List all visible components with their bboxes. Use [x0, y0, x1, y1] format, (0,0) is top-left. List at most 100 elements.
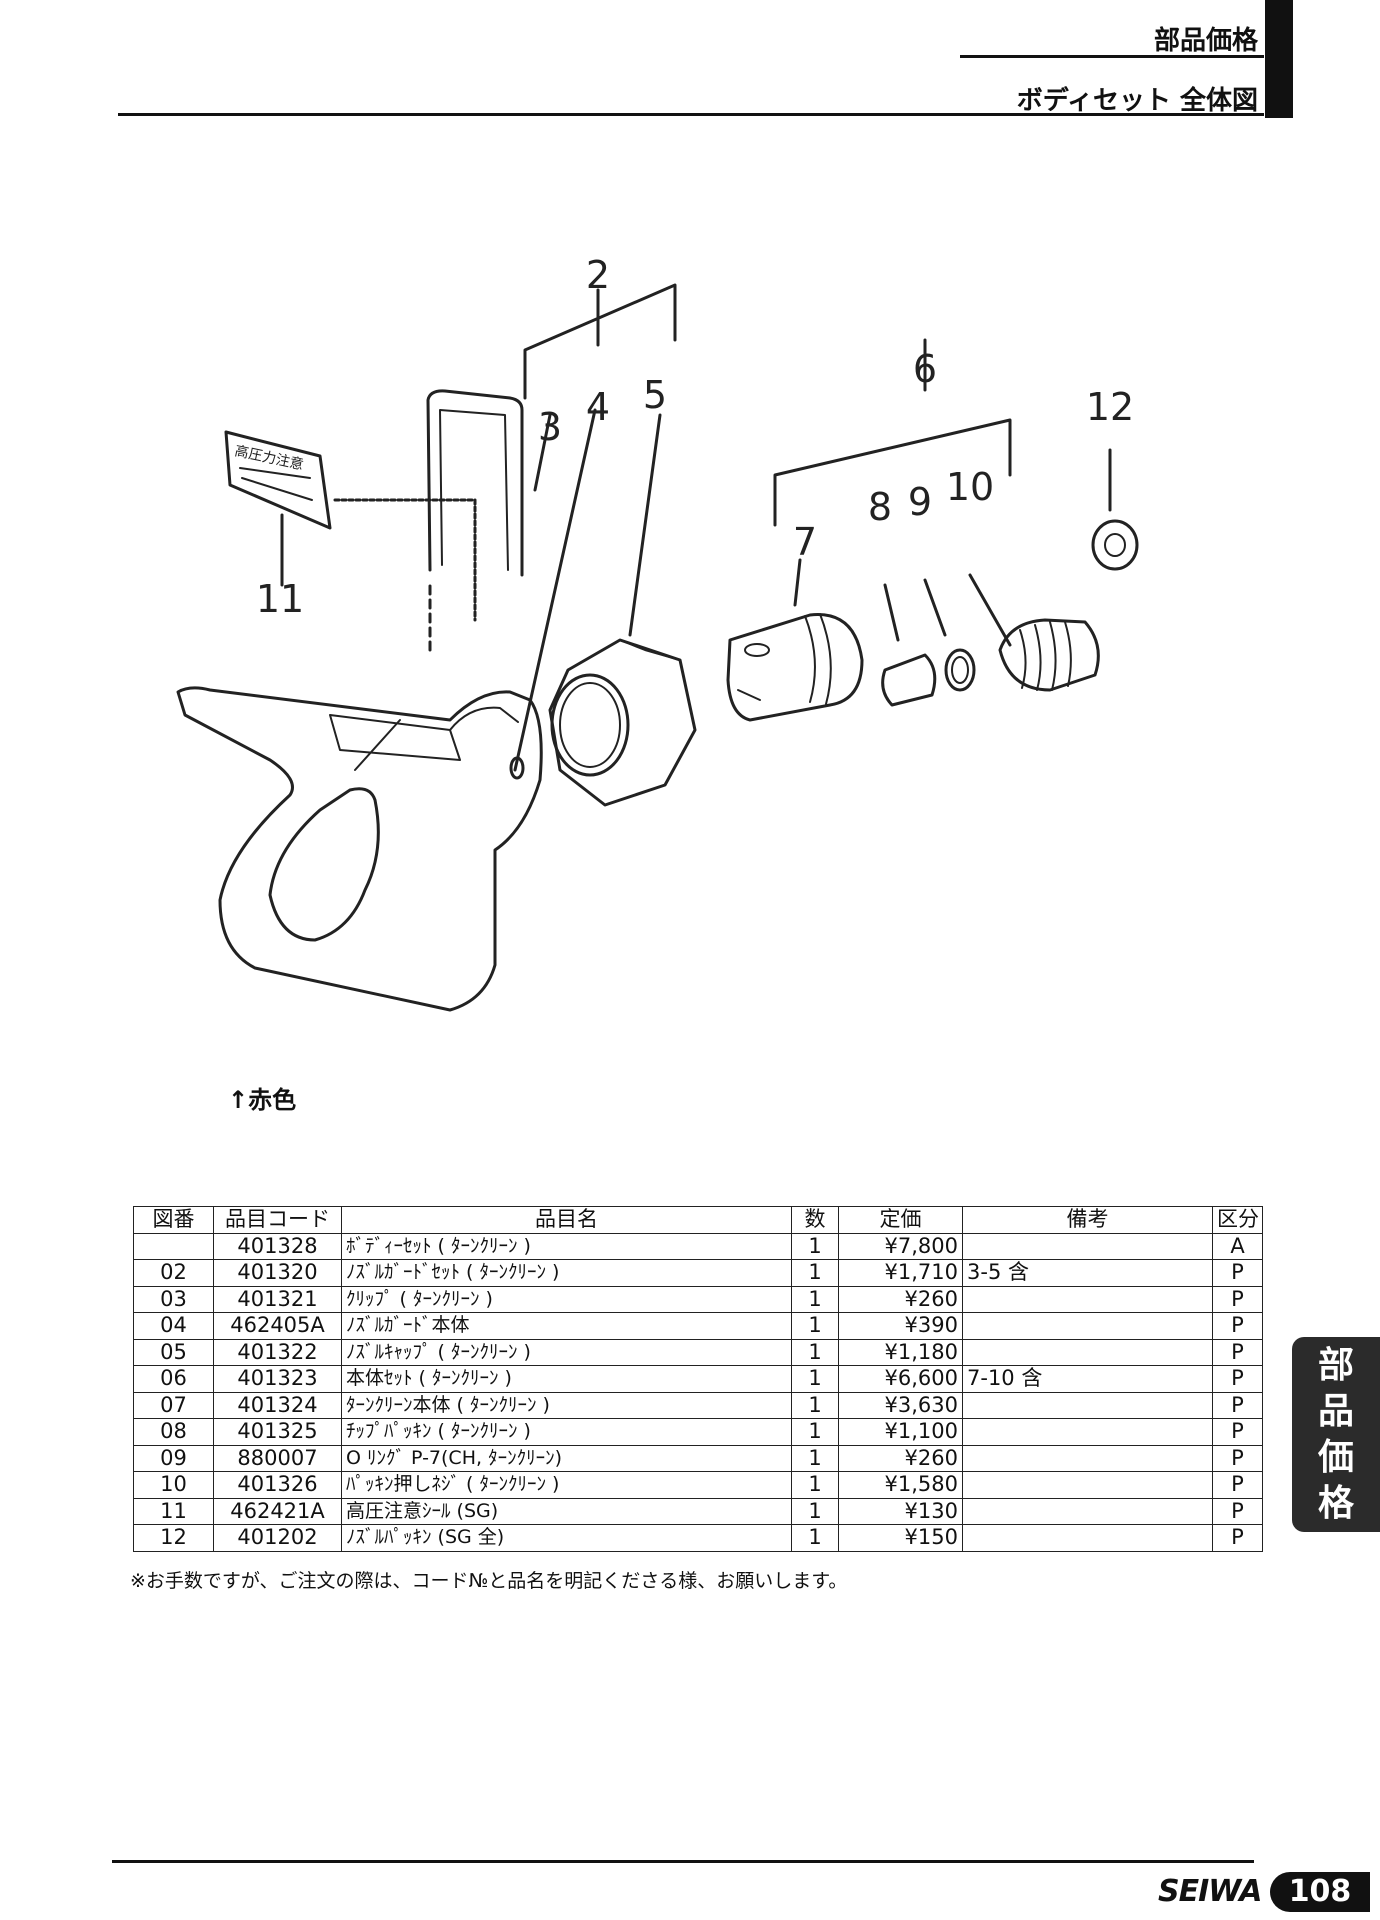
cell-price: ¥130 — [838, 1497, 963, 1525]
callout-label: 12 — [1086, 385, 1134, 429]
cell-name: 本体ｾｯﾄ ( ﾀｰﾝｸﾘｰﾝ ) — [341, 1365, 792, 1393]
header-rule-bottom — [118, 113, 1264, 116]
cell-number: 12 — [133, 1524, 214, 1552]
cell-number: 03 — [133, 1285, 214, 1313]
callout-label: 3 — [538, 405, 562, 449]
cell-price: ¥150 — [838, 1524, 963, 1552]
cell-code: 462405A — [213, 1312, 342, 1340]
table-row: 05 401322 ﾉｽﾞﾙｷｬｯﾌﾟ ( ﾀｰﾝｸﾘｰﾝ ) 1 ¥1,180… — [133, 1338, 1263, 1366]
cell-number: 11 — [133, 1497, 214, 1525]
cell-note: 3-5 含 — [962, 1259, 1213, 1287]
cell-qty: 1 — [791, 1365, 839, 1393]
callout-label: 9 — [908, 480, 932, 524]
cell-number: 08 — [133, 1418, 214, 1446]
cell-note — [962, 1312, 1213, 1340]
cell-code: 401321 — [213, 1285, 342, 1313]
cell-number: 06 — [133, 1365, 214, 1393]
cell-note — [962, 1232, 1213, 1260]
cell-category: P — [1212, 1471, 1263, 1499]
cell-note — [962, 1444, 1213, 1472]
cell-name: ｸﾘｯﾌﾟ ( ﾀｰﾝｸﾘｰﾝ ) — [341, 1285, 792, 1313]
cell-number: 09 — [133, 1444, 214, 1472]
cell-code: 401202 — [213, 1524, 342, 1552]
cell-number: 02 — [133, 1259, 214, 1287]
cell-price: ¥260 — [838, 1444, 963, 1472]
side-index-tab[interactable]: 部 品 価 格 — [1292, 1337, 1380, 1532]
cell-number: 05 — [133, 1338, 214, 1366]
cell-note — [962, 1285, 1213, 1313]
cell-name: ﾉｽﾞﾙﾊﾟｯｷﾝ (SG 全) — [341, 1524, 792, 1552]
section-title: 部品価格 — [1153, 26, 1258, 56]
cell-code: 880007 — [213, 1444, 342, 1472]
cell-note — [962, 1391, 1213, 1419]
table-row: 02 401320 ﾉｽﾞﾙｶﾞｰﾄﾞｾｯﾄ ( ﾀｰﾝｸﾘｰﾝ ) 1 ¥1,… — [133, 1259, 1263, 1287]
cell-qty: 1 — [791, 1285, 839, 1313]
cell-qty: 1 — [791, 1232, 839, 1260]
cell-name: O ﾘﾝｸﾞ P-7(CH, ﾀｰﾝｸﾘｰﾝ) — [341, 1444, 792, 1472]
col-header: 数 — [791, 1206, 839, 1234]
order-footnote: ※お手数ですが、ご注文の際は、コード№と品名を明記くださる様、お願いします。 — [130, 1570, 848, 1592]
exploded-parts-diagram: 2 3 4 5 6 7 8 9 10 11 12 高圧力注意 — [176, 253, 1139, 1012]
cell-category: P — [1212, 1418, 1263, 1446]
callout-label: 2 — [586, 253, 610, 297]
col-header: 区分 — [1212, 1206, 1263, 1234]
table-row: 10 401326 ﾊﾟｯｷﾝ押しﾈｼﾞ ( ﾀｰﾝｸﾘｰﾝ ) 1 ¥1,58… — [133, 1471, 1263, 1499]
cell-code: 462421A — [213, 1497, 342, 1525]
cell-qty: 1 — [791, 1444, 839, 1472]
header-rule-top — [960, 55, 1264, 58]
cell-number: 07 — [133, 1391, 214, 1419]
cell-price: ¥1,580 — [838, 1471, 963, 1499]
cell-name: ﾉｽﾞﾙｶﾞｰﾄﾞ本体 — [341, 1312, 792, 1340]
cell-category: P — [1212, 1524, 1263, 1552]
col-header: 備考 — [962, 1206, 1213, 1234]
cell-price: ¥1,100 — [838, 1418, 963, 1446]
cell-price: ¥390 — [838, 1312, 963, 1340]
cell-code: 401328 — [213, 1232, 342, 1260]
cell-name: ﾁｯﾌﾟﾊﾟｯｷﾝ ( ﾀｰﾝｸﾘｰﾝ ) — [341, 1418, 792, 1446]
table-row: 12 401202 ﾉｽﾞﾙﾊﾟｯｷﾝ (SG 全) 1 ¥150 P — [133, 1524, 1263, 1552]
cell-code: 401324 — [213, 1391, 342, 1419]
cell-code: 401320 — [213, 1259, 342, 1287]
callout-label: 8 — [868, 485, 892, 529]
cell-category: A — [1212, 1232, 1263, 1260]
table-row: 04 462405A ﾉｽﾞﾙｶﾞｰﾄﾞ本体 1 ¥390 P — [133, 1312, 1263, 1340]
cell-category: P — [1212, 1338, 1263, 1366]
cell-code: 401325 — [213, 1418, 342, 1446]
callout-label: 7 — [793, 520, 817, 564]
page-title: ボディセット 全体図 — [1016, 86, 1258, 116]
table-header-row: 図番 品目コード 品目名 数 定価 備考 区分 — [133, 1206, 1263, 1234]
cell-qty: 1 — [791, 1524, 839, 1552]
callout-label: 4 — [586, 385, 610, 429]
cell-note — [962, 1338, 1213, 1366]
cell-name: ﾉｽﾞﾙｷｬｯﾌﾟ ( ﾀｰﾝｸﾘｰﾝ ) — [341, 1338, 792, 1366]
cell-qty: 1 — [791, 1259, 839, 1287]
header-accent-bar — [1265, 0, 1293, 118]
side-tab-char: 品 — [1317, 1390, 1354, 1432]
side-tab-char: 格 — [1317, 1482, 1354, 1524]
cell-name: 高圧注意ｼｰﾙ (SG) — [341, 1497, 792, 1525]
cell-note: 7-10 含 — [962, 1365, 1213, 1393]
cell-qty: 1 — [791, 1391, 839, 1419]
table-row: 03 401321 ｸﾘｯﾌﾟ ( ﾀｰﾝｸﾘｰﾝ ) 1 ¥260 P — [133, 1285, 1263, 1313]
cell-category: P — [1212, 1365, 1263, 1393]
cell-price: ¥3,630 — [838, 1391, 963, 1419]
cell-price: ¥1,710 — [838, 1259, 963, 1287]
cell-category: P — [1212, 1259, 1263, 1287]
col-header: 品目名 — [341, 1206, 792, 1234]
footer-rule — [112, 1860, 1254, 1863]
table-row: 07 401324 ﾀｰﾝｸﾘｰﾝ本体 ( ﾀｰﾝｸﾘｰﾝ ) 1 ¥3,630… — [133, 1391, 1263, 1419]
table-row: 08 401325 ﾁｯﾌﾟﾊﾟｯｷﾝ ( ﾀｰﾝｸﾘｰﾝ ) 1 ¥1,100… — [133, 1418, 1263, 1446]
col-header: 定価 — [838, 1206, 963, 1234]
cell-note — [962, 1497, 1213, 1525]
col-header: 図番 — [133, 1206, 214, 1234]
cell-code: 401326 — [213, 1471, 342, 1499]
parts-price-table: 図番 品目コード 品目名 数 定価 備考 区分 401328 ﾎﾞﾃﾞｨｰｾｯﾄ… — [133, 1206, 1263, 1552]
cell-qty: 1 — [791, 1312, 839, 1340]
page-number: 108 — [1270, 1872, 1370, 1912]
table-row: 11 462421A 高圧注意ｼｰﾙ (SG) 1 ¥130 P — [133, 1497, 1263, 1525]
cell-note — [962, 1418, 1213, 1446]
side-tab-char: 部 — [1317, 1344, 1354, 1386]
color-note: ↑赤色 — [228, 1086, 297, 1114]
callout-label: 10 — [946, 465, 994, 509]
cell-category: P — [1212, 1497, 1263, 1525]
